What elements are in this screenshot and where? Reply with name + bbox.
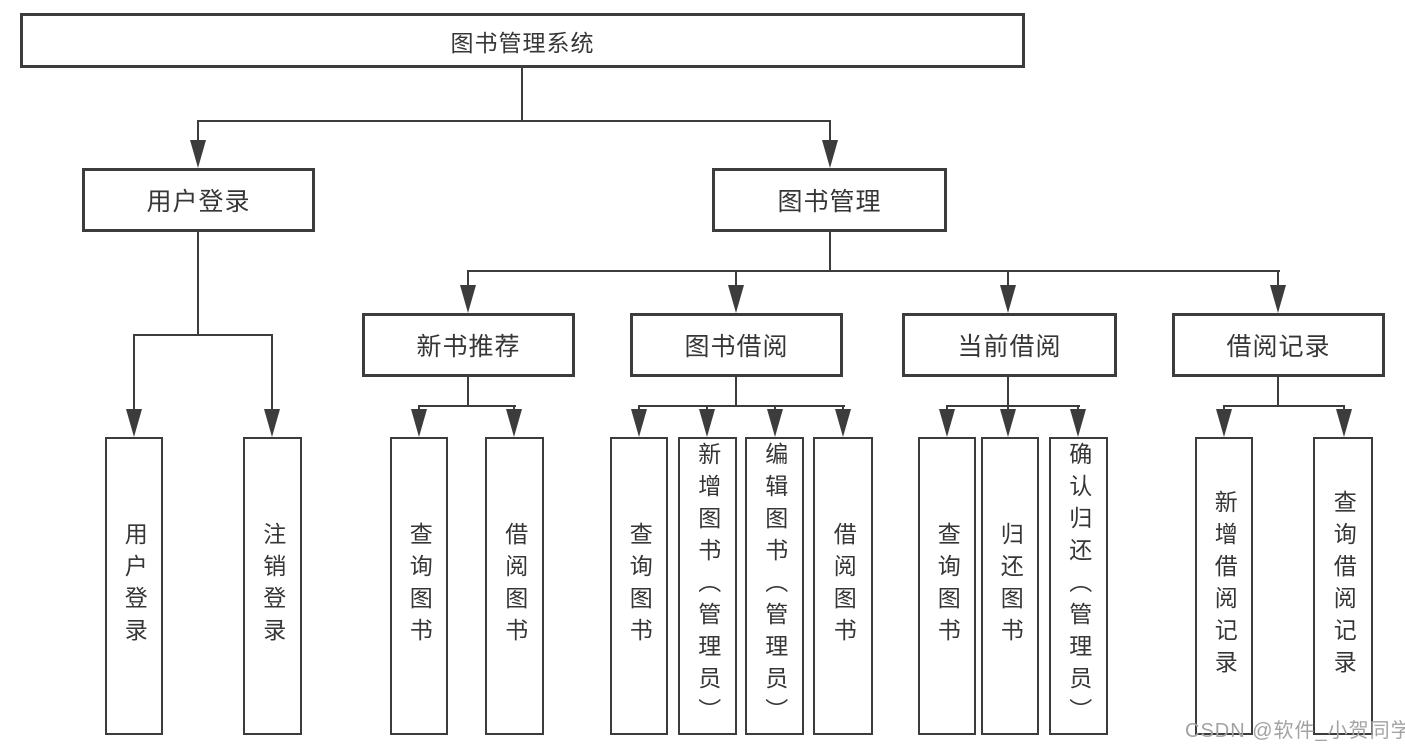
edge-userlogin-splitter — [133, 334, 273, 336]
edge-borrowrecords-stem — [1277, 377, 1279, 407]
edge-drop-cb-query — [946, 405, 948, 411]
node-book-mgmt: 图书管理 — [712, 168, 947, 232]
arrowhead-new-books — [460, 285, 476, 313]
arrowhead-nb-borrow — [506, 409, 522, 437]
edge-drop-cb-return — [1007, 405, 1009, 411]
edge-drop-nb-borrow — [513, 405, 515, 411]
node-current-borrow: 当前借阅 — [902, 313, 1117, 377]
leaf-borrow-add: 新增图书（管理员） — [678, 437, 737, 735]
arrowhead-leaf-login — [126, 409, 142, 437]
leaf-borrow-edit-label: 编辑图书（管理员） — [761, 442, 788, 730]
arrowhead-book-mgmt — [822, 140, 838, 168]
leaf-current-confirm-label: 确认归还（管理员） — [1065, 442, 1092, 730]
edge-bookmgmt-splitter — [467, 270, 1280, 272]
leaf-borrow-borrow: 借阅图书 — [813, 437, 873, 735]
node-borrow-records: 借阅记录 — [1172, 313, 1385, 377]
leaf-logout-label: 注销登录 — [259, 522, 286, 650]
arrowhead-current-borrow — [1000, 285, 1016, 313]
arrowhead-bb-edit — [767, 409, 783, 437]
edge-newbooks-splitter — [418, 405, 516, 407]
arrowhead-user-login — [190, 140, 206, 168]
edge-currentborrow-splitter — [946, 405, 1080, 407]
node-system: 图书管理系统 — [20, 13, 1025, 68]
leaf-user-login: 用户登录 — [105, 437, 163, 735]
node-book-borrow-label: 图书借阅 — [684, 333, 789, 361]
leaf-borrow-add-label: 新增图书（管理员） — [694, 442, 721, 730]
arrowhead-nb-query — [411, 409, 427, 437]
node-system-label: 图书管理系统 — [450, 29, 595, 56]
leaf-newbooks-borrow: 借阅图书 — [485, 437, 544, 735]
leaf-current-return-label: 归还图书 — [997, 522, 1024, 650]
leaf-logout: 注销登录 — [243, 437, 302, 735]
leaf-borrow-borrow-label: 借阅图书 — [830, 522, 857, 650]
node-borrow-records-label: 借阅记录 — [1226, 333, 1331, 361]
leaf-user-login-label: 用户登录 — [121, 522, 148, 650]
edge-drop-new-books — [467, 270, 469, 285]
leaf-borrow-query: 查询图书 — [610, 437, 668, 735]
edge-drop-user-login — [197, 120, 199, 142]
leaf-current-query-label: 查询图书 — [934, 522, 961, 650]
edge-drop-bb-edit — [774, 405, 776, 411]
csdn-watermark: CSDN @软件_小贺同学 — [1185, 720, 1405, 742]
leaf-current-return: 归还图书 — [981, 437, 1039, 735]
node-current-borrow-label: 当前借阅 — [957, 333, 1062, 361]
edge-drop-br-add — [1223, 405, 1225, 411]
node-user-login: 用户登录 — [82, 168, 315, 232]
arrowhead-br-query — [1336, 409, 1352, 437]
edge-drop-bb-borrow — [842, 405, 844, 411]
edge-drop-leaf-logout — [271, 334, 273, 409]
leaf-borrow-query-label: 查询图书 — [626, 522, 653, 650]
edge-drop-bb-query — [638, 405, 640, 411]
arrowhead-bb-borrow — [835, 409, 851, 437]
edge-drop-book-borrow — [735, 270, 737, 285]
edge-root-stem — [521, 68, 523, 120]
edge-userlogin-stem — [197, 232, 199, 336]
leaf-records-add-label: 新增借阅记录 — [1211, 490, 1238, 682]
leaf-records-add: 新增借阅记录 — [1195, 437, 1253, 735]
edge-drop-nb-query — [418, 405, 420, 411]
leaf-newbooks-borrow-label: 借阅图书 — [501, 522, 528, 650]
arrowhead-cb-query — [939, 409, 955, 437]
node-new-books: 新书推荐 — [362, 313, 575, 377]
edge-drop-bb-add — [706, 405, 708, 411]
node-book-borrow: 图书借阅 — [630, 313, 843, 377]
edge-drop-leaf-login — [133, 334, 135, 409]
edge-currentborrow-stem — [1007, 377, 1009, 407]
arrowhead-leaf-logout — [264, 409, 280, 437]
leaf-records-query-label: 查询借阅记录 — [1330, 490, 1357, 682]
node-user-login-label: 用户登录 — [146, 188, 251, 216]
edge-drop-book-mgmt — [829, 120, 831, 142]
edge-root-splitter — [197, 120, 831, 122]
leaf-borrow-edit: 编辑图书（管理员） — [745, 437, 804, 735]
leaf-newbooks-query: 查询图书 — [390, 437, 448, 735]
leaf-newbooks-query-label: 查询图书 — [406, 522, 433, 650]
edge-drop-br-query — [1343, 405, 1345, 411]
edge-bookborrow-stem — [735, 377, 737, 407]
edge-drop-borrow-records — [1277, 270, 1279, 285]
leaf-records-query: 查询借阅记录 — [1313, 437, 1373, 735]
arrowhead-cb-return — [1000, 409, 1016, 437]
node-book-mgmt-label: 图书管理 — [777, 188, 882, 216]
arrowhead-borrow-records — [1270, 285, 1286, 313]
edge-bookborrow-splitter — [638, 405, 845, 407]
edge-bookmgmt-stem — [829, 232, 831, 272]
node-new-books-label: 新书推荐 — [416, 333, 521, 361]
arrowhead-bb-add — [699, 409, 715, 437]
edge-newbooks-stem — [467, 377, 469, 407]
arrowhead-book-borrow — [728, 285, 744, 313]
leaf-current-confirm: 确认归还（管理员） — [1049, 437, 1108, 735]
edge-drop-current-borrow — [1007, 270, 1009, 285]
arrowhead-bb-query — [631, 409, 647, 437]
arrowhead-cb-confirm — [1070, 409, 1086, 437]
arrowhead-br-add — [1216, 409, 1232, 437]
leaf-current-query: 查询图书 — [918, 437, 976, 735]
edge-borrowrecords-splitter — [1223, 405, 1345, 407]
edge-drop-cb-confirm — [1077, 405, 1079, 411]
